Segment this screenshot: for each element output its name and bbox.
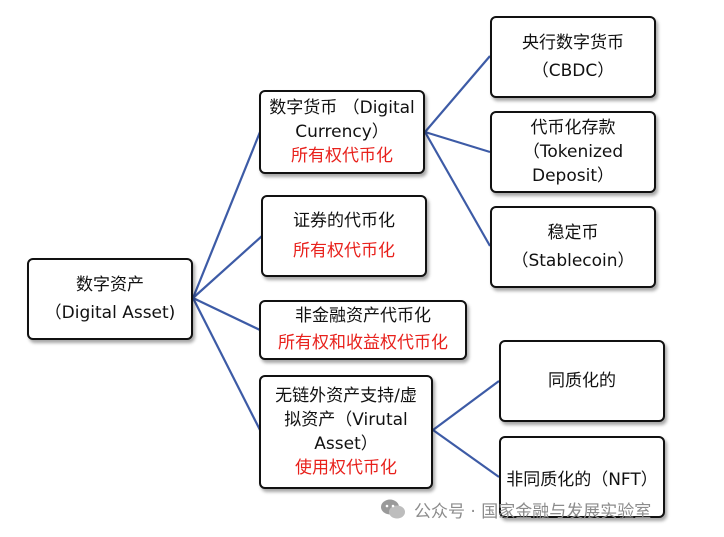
link-root-digital-currency [191,131,262,299]
node-deposit-title: 代币化存款 [530,118,616,138]
link-root-nonfinancial [192,297,261,331]
node-virtual-line1: 无链外资产支持/虚 [275,386,417,406]
node-tokenized-deposit: 代币化存款 （Tokenized Deposit） [490,111,656,193]
node-digital-currency-line1: 数字货币 （Digital [269,98,415,118]
node-digital-asset-title: 数字资产 [76,275,144,295]
link-currency-deposit [424,130,491,154]
node-securities-title: 证券的代币化 [293,211,395,231]
node-digital-asset-subtitle: （Digital Asset) [44,303,176,323]
node-deposit-line2: （Tokenized [522,142,624,162]
link-virtual-fungible [432,380,500,431]
node-cbdc-title: 央行数字货币 [522,33,624,53]
watermark-text: 公众号 · 国家金融与发展实验室 [414,501,652,522]
node-digital-currency-line2: Currency） [295,122,389,142]
link-root-securities [192,235,263,299]
link-virtual-nft [432,429,500,478]
node-nft-title: 非同质化的（NFT） [506,470,658,490]
node-nonfinancial-tokenization: 非金融资产代币化 所有权和收益权代币化 [259,300,467,360]
node-virtual-asset: 无链外资产支持/虚 拟资产（Virutal Asset） 使用权代币化 [259,375,433,489]
node-nonfinancial-title: 非金融资产代币化 [295,306,431,326]
node-stablecoin: 稳定币 （Stablecoin） [490,206,656,288]
link-currency-cbdc [424,55,491,133]
node-digital-currency: 数字货币 （Digital Currency） 所有权代币化 [259,90,425,174]
wechat-icon [381,499,405,519]
node-digital-asset: 数字资产 （Digital Asset) [27,258,193,340]
node-virtual-line2: 拟资产（Virutal [284,410,408,430]
node-securities-tokenization: 证券的代币化 所有权代币化 [261,195,427,277]
node-virtual-line3: Asset） [314,434,378,454]
node-digital-currency-tag: 所有权代币化 [291,146,393,166]
node-securities-tag: 所有权代币化 [293,241,395,261]
watermark: 公众号 · 国家金融与发展实验室 [380,496,651,522]
node-deposit-line3: Deposit） [532,166,614,186]
node-cbdc-subtitle: （CBDC） [531,61,615,81]
node-nft: 非同质化的（NFT） [499,436,665,518]
node-cbdc: 央行数字货币 （CBDC） [490,16,656,98]
node-virtual-tag: 使用权代币化 [295,458,397,478]
node-stablecoin-subtitle: （Stablecoin） [511,251,635,271]
node-fungible-title: 同质化的 [548,371,616,391]
node-nonfinancial-tag: 所有权和收益权代币化 [278,333,448,353]
link-root-virtual [192,297,261,431]
link-currency-stablecoin [424,131,491,247]
node-fungible: 同质化的 [499,340,665,422]
node-stablecoin-title: 稳定币 [547,223,599,243]
